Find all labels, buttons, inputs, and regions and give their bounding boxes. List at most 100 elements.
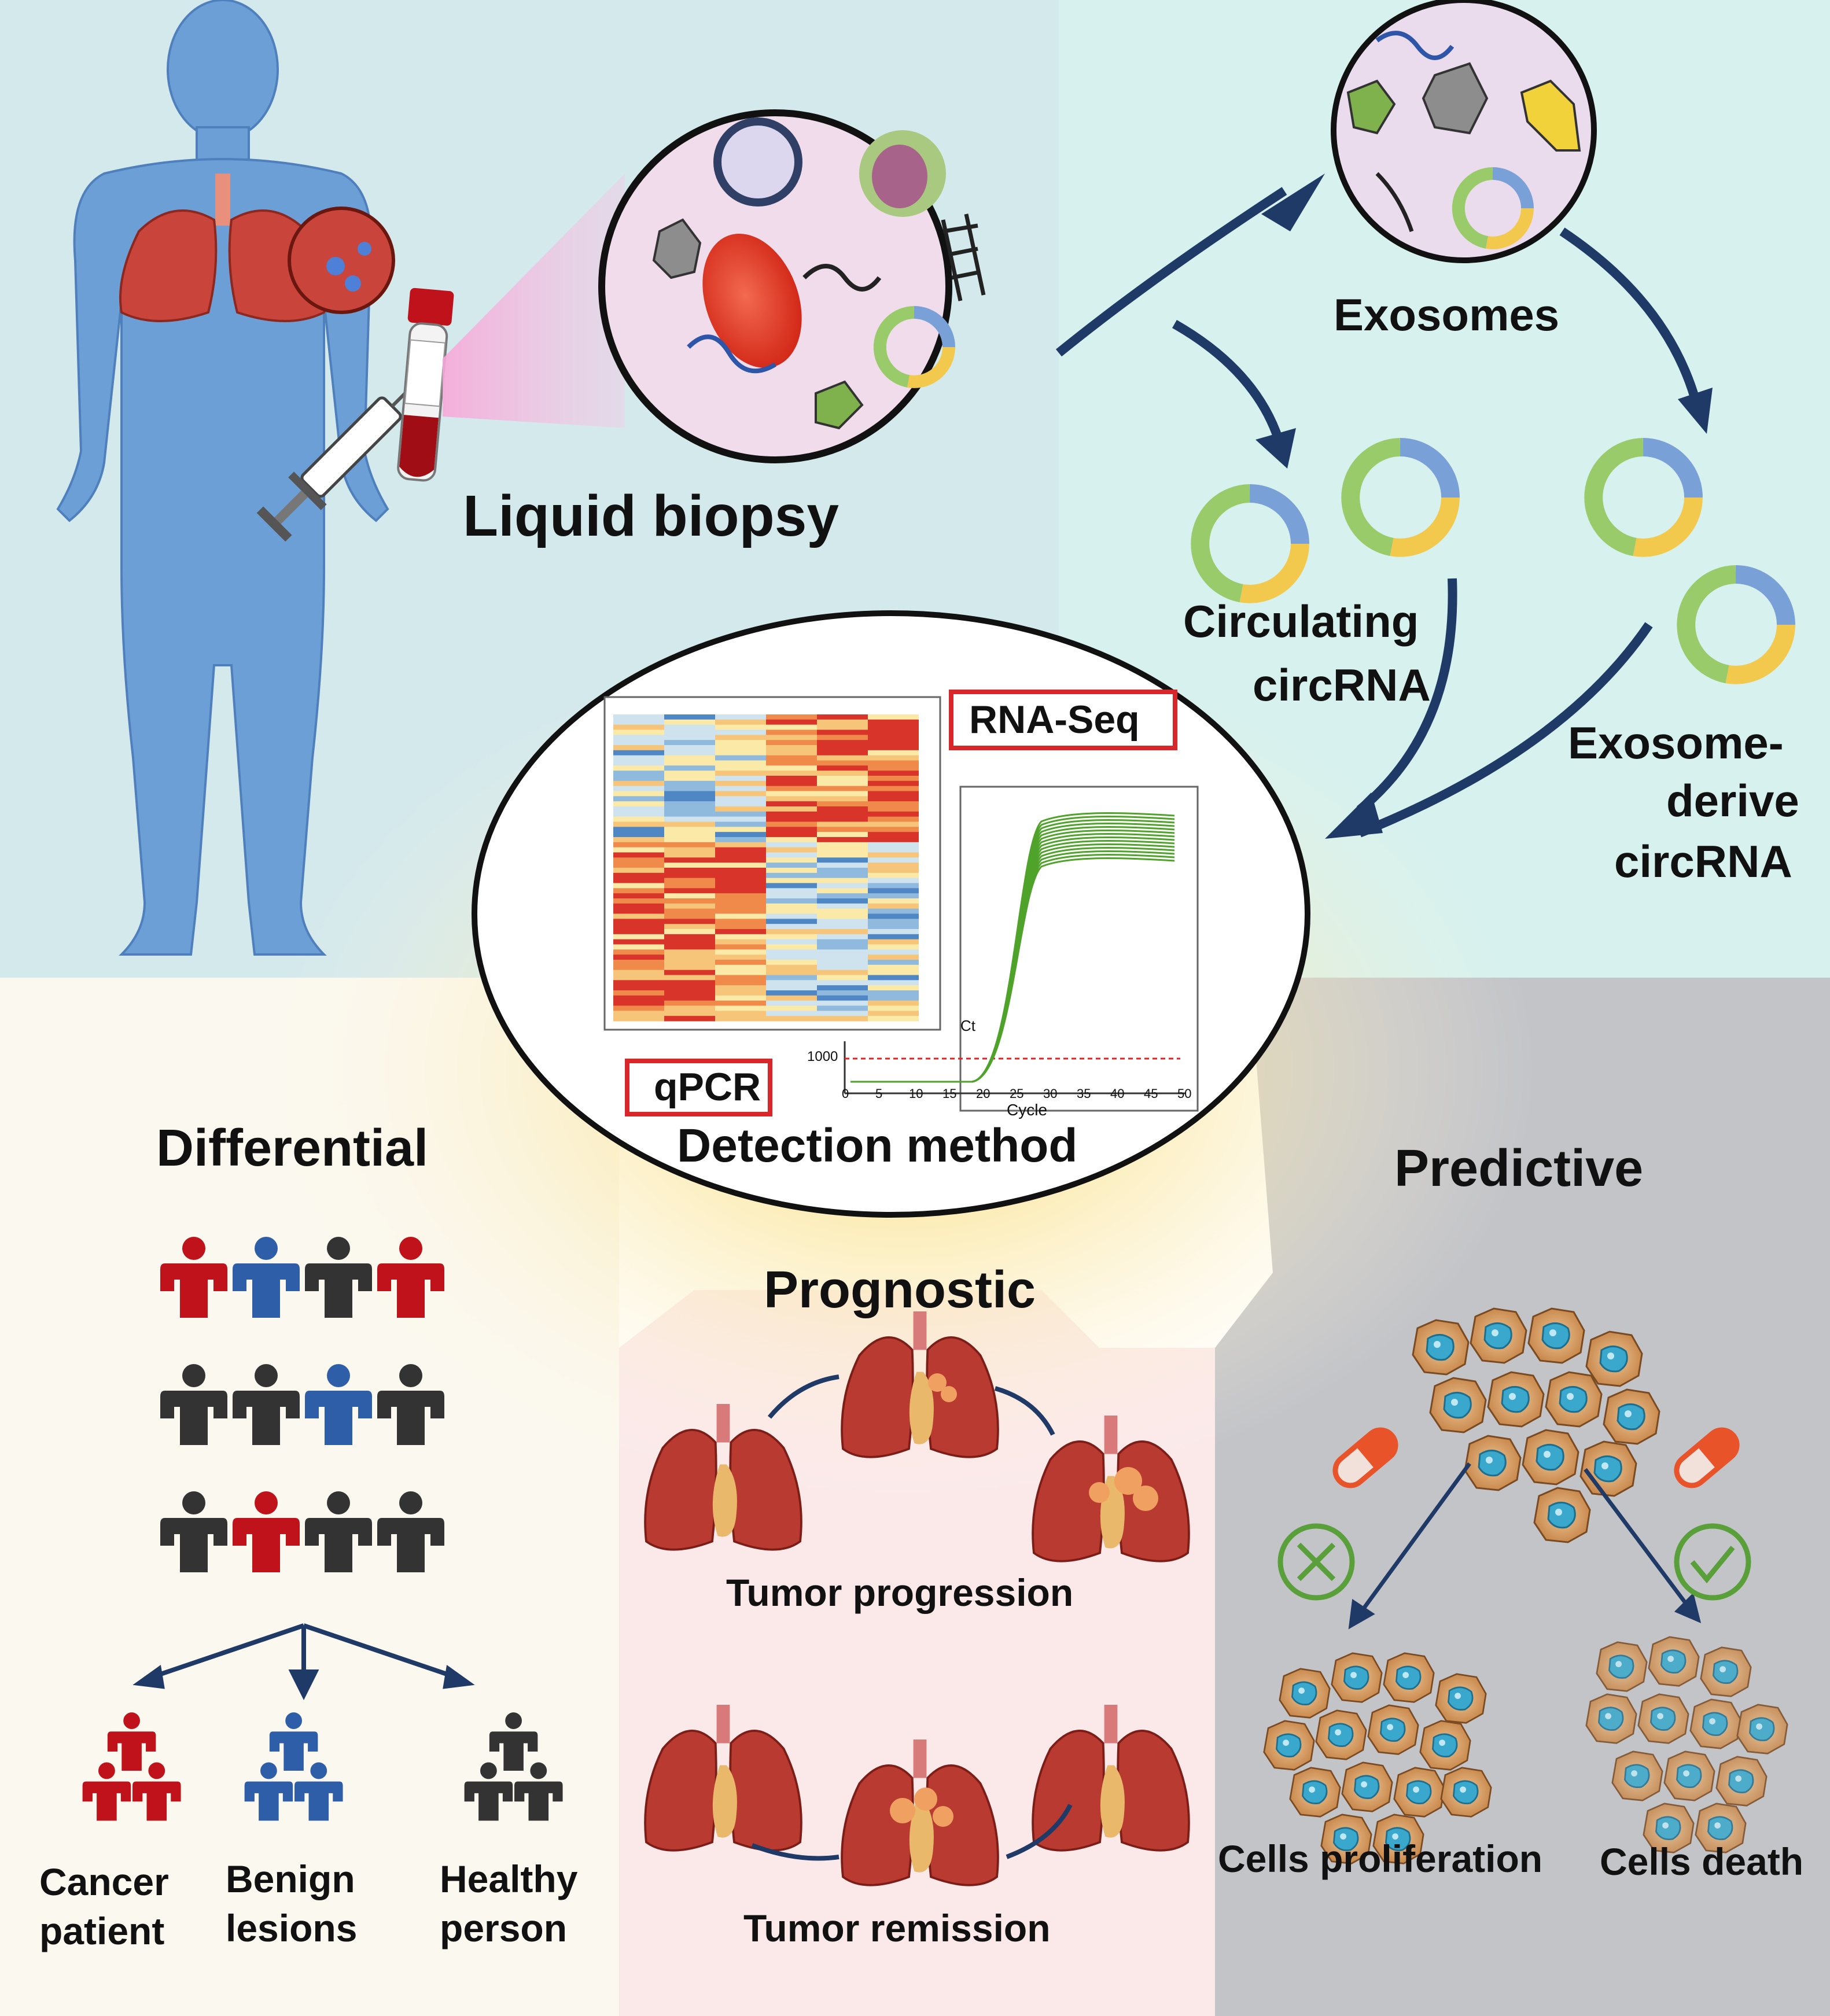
heatmap-cell bbox=[868, 827, 919, 832]
heatmap-cell bbox=[868, 771, 919, 776]
heatmap-cell bbox=[766, 745, 817, 751]
heatmap-cell bbox=[664, 776, 715, 782]
qpcr-x-tick: 50 bbox=[1177, 1086, 1192, 1101]
heatmap-cell bbox=[664, 924, 715, 930]
heatmap-cell bbox=[766, 985, 817, 991]
heatmap-cell bbox=[817, 898, 868, 904]
heatmap-cell bbox=[817, 970, 868, 975]
heatmap-cell bbox=[868, 801, 919, 807]
qpcr-x-tick: 15 bbox=[942, 1086, 957, 1101]
heatmap-cell bbox=[613, 872, 664, 879]
heatmap-cell bbox=[817, 1016, 868, 1022]
heatmap-cell bbox=[715, 944, 766, 950]
benign-lesions-line2: lesions bbox=[226, 1907, 358, 1949]
heatmap-cell bbox=[664, 1016, 715, 1022]
heatmap-cell bbox=[664, 1000, 715, 1006]
heatmap-cell bbox=[664, 960, 715, 965]
heatmap-cell bbox=[766, 964, 817, 971]
heatmap-cell bbox=[817, 893, 868, 899]
heatmap-cell bbox=[613, 898, 664, 904]
heatmap-cell bbox=[868, 913, 919, 919]
heatmap-cell bbox=[613, 791, 664, 797]
heatmap-cell bbox=[766, 842, 817, 848]
heatmap-cell bbox=[868, 1000, 919, 1006]
heatmap-cell bbox=[715, 990, 766, 996]
heatmap-cell bbox=[613, 832, 664, 838]
heatmap-cell bbox=[817, 821, 868, 827]
heatmap-cell bbox=[664, 729, 715, 735]
heatmap-cell bbox=[868, 760, 919, 766]
heatmap-cell bbox=[766, 863, 817, 868]
heatmap-cell bbox=[715, 740, 766, 746]
heatmap-cell bbox=[664, 719, 715, 725]
heatmap-cell bbox=[817, 1005, 868, 1011]
heatmap-cell bbox=[766, 729, 817, 735]
heatmap-cell bbox=[766, 949, 817, 955]
heatmap-cell bbox=[664, 724, 715, 730]
heatmap-cell bbox=[817, 842, 868, 848]
heatmap-cell bbox=[766, 791, 817, 797]
heatmap-cell bbox=[664, 975, 715, 981]
heatmap-cell bbox=[664, 990, 715, 996]
heatmap-cell bbox=[613, 837, 664, 843]
heatmap-cell bbox=[715, 893, 766, 899]
heatmap-cell bbox=[715, 903, 766, 909]
heatmap-cell bbox=[868, 863, 919, 868]
heatmap-cell bbox=[817, 714, 868, 720]
heatmap-cell bbox=[766, 893, 817, 899]
heatmap-cell bbox=[613, 990, 664, 996]
heatmap-cell bbox=[868, 944, 919, 950]
heatmap-cell bbox=[817, 827, 868, 832]
heatmap-cell bbox=[613, 724, 664, 730]
heatmap-cell bbox=[868, 842, 919, 848]
qpcr-x-tick: 10 bbox=[909, 1086, 923, 1101]
heatmap-cell bbox=[766, 908, 817, 914]
qpcr-x-tick: 40 bbox=[1110, 1086, 1125, 1101]
heatmap-cell bbox=[613, 816, 664, 822]
rna-seq-box bbox=[949, 690, 1177, 750]
heatmap-cell bbox=[766, 888, 817, 894]
heatmap-cell bbox=[664, 985, 715, 991]
heatmap-cell bbox=[817, 980, 868, 986]
heatmap-cell bbox=[817, 939, 868, 945]
heatmap-cell bbox=[868, 878, 919, 883]
heatmap-cell bbox=[613, 806, 664, 812]
heatmap-cell bbox=[766, 939, 817, 945]
heatmap-cell bbox=[868, 995, 919, 1001]
heatmap-cell bbox=[766, 898, 817, 904]
arrows-top bbox=[1055, 187, 1700, 838]
heatmap-cell bbox=[715, 816, 766, 822]
heatmap-cell bbox=[868, 903, 919, 909]
heatmap-cell bbox=[613, 913, 664, 919]
heatmap-cell bbox=[664, 872, 715, 879]
heatmap-cell bbox=[664, 821, 715, 827]
heatmap-cell bbox=[868, 745, 919, 751]
heatmap-cell bbox=[766, 954, 817, 960]
heatmap-cell bbox=[766, 719, 817, 725]
heatmap-cell bbox=[817, 857, 868, 863]
prognostic-arrows bbox=[751, 1374, 1073, 1861]
heatmap-cell bbox=[817, 786, 868, 791]
heatmap-cell bbox=[715, 924, 766, 930]
heatmap-cell bbox=[868, 964, 919, 971]
heatmap-cell bbox=[664, 1011, 715, 1016]
amplification-curve bbox=[850, 857, 1175, 1083]
exosomes-label: Exosomes bbox=[1334, 289, 1560, 340]
pill-icon bbox=[1674, 1427, 1740, 1488]
heatmap-cell bbox=[715, 954, 766, 960]
heatmap-cell bbox=[715, 719, 766, 725]
heatmap-cell bbox=[664, 827, 715, 832]
heatmap-cell bbox=[613, 893, 664, 899]
heatmap-cell bbox=[868, 832, 919, 838]
heatmap-cell bbox=[613, 1005, 664, 1011]
heatmap-cell bbox=[664, 995, 715, 1001]
heatmap-cell bbox=[613, 939, 664, 945]
cells-death-label: Cells death bbox=[1600, 1840, 1804, 1883]
exosomes-circle bbox=[1331, 0, 1597, 263]
heatmap-cell bbox=[766, 755, 817, 761]
heatmap-cell bbox=[715, 1005, 766, 1011]
heatmap-cell bbox=[868, 1011, 919, 1016]
heatmap-cell bbox=[868, 852, 919, 858]
heatmap-cell bbox=[664, 929, 715, 935]
